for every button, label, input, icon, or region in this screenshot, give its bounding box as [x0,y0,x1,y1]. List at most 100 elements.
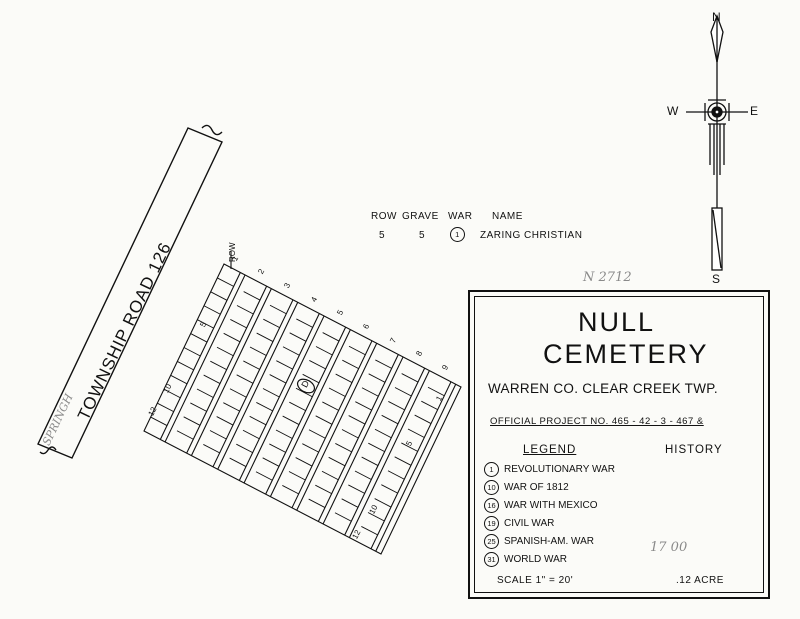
compass-south: S [712,272,721,286]
plot-line [223,332,241,343]
plot-line [302,443,319,453]
plot-line [315,484,332,495]
plot-line [229,388,247,398]
legend-label: SPANISH-AM. WAR [504,536,595,548]
plot-line [381,484,398,494]
plot-line [190,288,272,456]
plot-line [256,332,274,342]
plot-line [334,512,352,522]
plot-line [230,319,247,329]
plot-line [394,456,412,466]
war-number-circle: 25 [484,534,499,549]
plot-line [243,315,325,484]
plot-line [368,373,386,383]
plot-line [276,360,293,370]
plot-line [374,498,392,508]
plot-line [262,388,280,398]
title-block-inner [474,296,764,593]
plot-line [401,442,418,452]
plot-line [361,387,379,397]
title-block [468,290,770,599]
war-number-circle: 10 [484,480,499,495]
plot-line [203,444,220,454]
plot-line [229,457,247,467]
history-heading: HISTORY [665,444,723,456]
plot-line [176,430,194,440]
legend-item: 10 WAR OF 1812 [484,480,569,495]
plot-line [394,387,412,397]
plot-line [150,416,168,426]
plot-line [335,373,353,383]
plot-line [263,318,280,329]
plot-line [282,346,300,356]
plot-line [216,346,234,357]
plot-line [203,305,221,315]
plot-line [217,277,234,287]
plot-line [190,333,208,343]
plot-line [255,471,273,481]
war-number-circle: 19 [484,516,499,531]
plot-line [236,305,254,315]
plot-line [210,360,227,371]
compass-north: N [712,10,721,24]
cell-war: 1 [450,227,470,242]
compass-east: E [750,104,759,118]
plot-line [322,332,340,342]
war-number-circle: 31 [484,552,499,567]
plot-line [401,373,419,383]
township-road [37,124,223,459]
plot-line [282,485,299,495]
title-line-2: CEMETERY [543,339,709,369]
plot-line [375,384,457,552]
plot-line [216,416,234,426]
plot-line [269,304,287,315]
plot-line [236,374,254,384]
plot-line [269,443,286,453]
plot-line [242,429,260,440]
legend-label: WAR OF 1812 [504,482,569,494]
plot-line [315,415,333,425]
plot-line [203,374,221,384]
plot-line [275,429,293,439]
plot-line [295,387,313,398]
plot-line [212,299,294,468]
cell-grave: 5 [419,230,426,241]
compass-west: W [667,104,679,118]
header-row: ROW [371,211,397,222]
legend-item: 31 WORLD WAR [484,552,567,567]
plot-line [288,471,306,481]
plot-line [243,291,261,301]
plot-line [190,402,207,412]
plot-line [296,318,313,328]
plot-line [210,291,228,301]
plot-line [348,370,430,538]
plot-line [236,443,253,454]
marked-grave [296,378,316,394]
plot-line [321,470,339,481]
plot-line [335,443,352,453]
plot-line [302,373,320,384]
legend-label: WORLD WAR [504,554,567,566]
stamp-number: N 2712 [583,270,632,285]
acre-label: .12 ACRE [676,575,724,586]
plot-line [163,388,181,399]
plot-line [282,415,300,425]
legend-label: CIVIL WAR [504,518,555,530]
plot-line [183,347,201,357]
plot-line [375,359,392,369]
title-line-1: NULL [578,307,656,337]
war-circle: 1 [450,227,465,242]
plot-line [196,388,214,398]
plot-line [388,401,405,411]
header-grave: GRAVE [402,211,439,222]
legend-label: WAR WITH MEXICO [504,500,598,512]
plot-line [322,401,339,411]
plot-line [348,345,366,356]
plot-line [407,428,425,438]
legend-pencil-note: 17 00 [650,540,688,555]
plot-line [157,402,174,413]
plot-line [164,274,246,443]
plot-line [223,402,240,412]
